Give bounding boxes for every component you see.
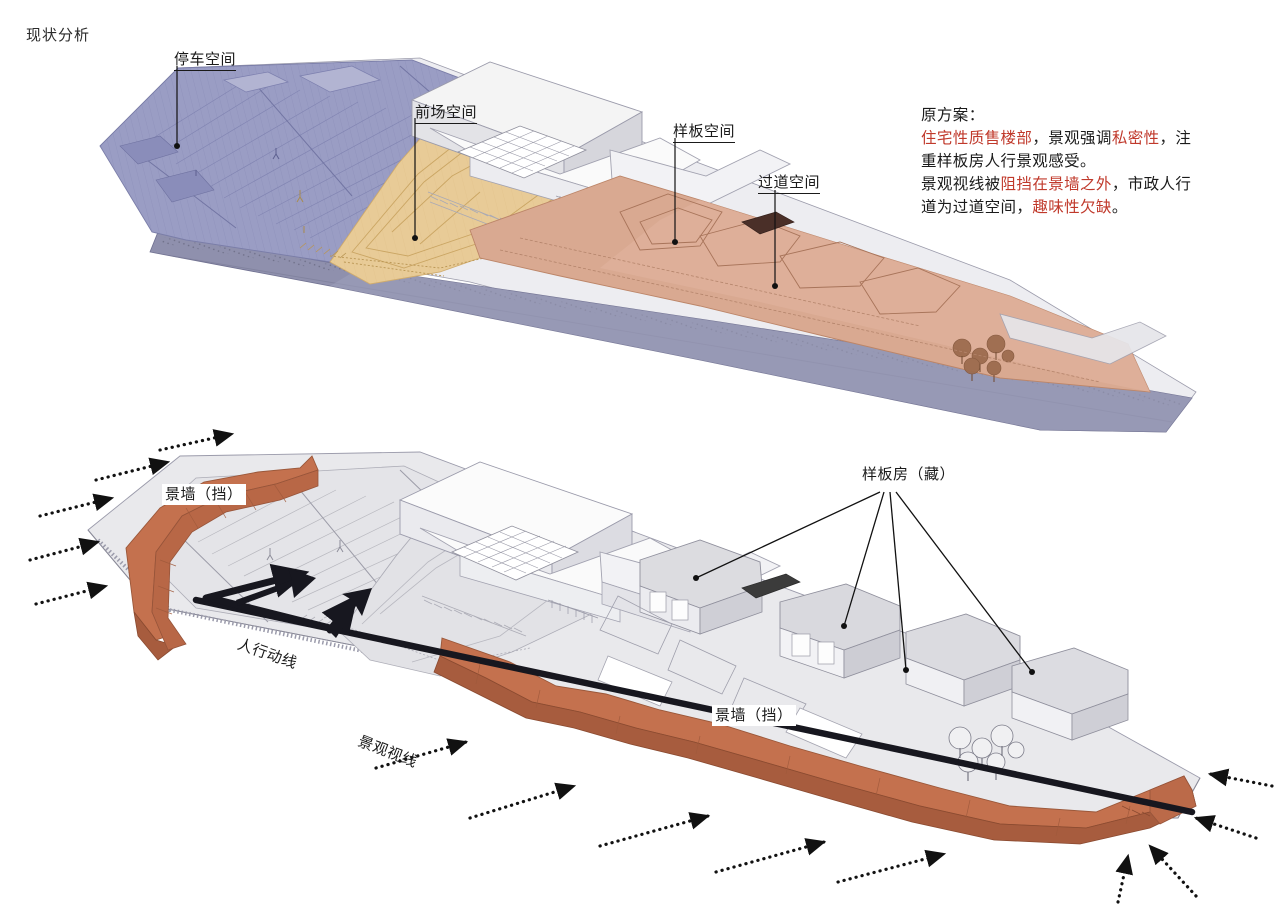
note-seg: 私密性: [1111, 128, 1160, 147]
original-scheme-note: 原方案： 住宅性质售楼部，景观强调私密性，注 重样板房人行景观感受。 景观视线被…: [921, 104, 1191, 219]
landscape-wall-right: [433, 637, 1197, 845]
note-seg: ，注: [1159, 128, 1192, 147]
note-heading: 原方案：: [921, 106, 985, 124]
note-seg: 阻挡在景墙之外: [1000, 174, 1112, 193]
top-leader-lines: [176, 66, 776, 286]
top-leader-dots: [174, 143, 778, 289]
note-seg: 住宅性质售楼部: [921, 128, 1033, 147]
sightline-arrows: [28, 429, 1274, 904]
note-seg: 景观视线被: [921, 174, 1001, 193]
label-landscape-wall-right: 景墙（挡）: [712, 705, 796, 726]
label-sample-space: 样板空间: [673, 122, 736, 143]
note-line-1: 住宅性质售楼部，景观强调私密性，注: [921, 127, 1191, 150]
note-line-4: 道为过道空间，趣味性欠缺。: [921, 196, 1191, 219]
note-line-2: 重样板房人行景观感受。: [921, 150, 1191, 173]
note-seg: 重样板房人行景观感受。: [921, 151, 1096, 170]
top-zone-sample: [469, 175, 1167, 393]
label-parking-space: 停车空间: [174, 50, 237, 71]
top-tree-cluster: [952, 334, 1015, 382]
bottom-tree-cluster: [948, 724, 1025, 781]
note-seg: ，市政人行: [1111, 174, 1192, 193]
bottom-sample-houses: [597, 539, 1129, 759]
note-seg: 道为过道空间，: [921, 197, 1033, 216]
page-title: 现状分析: [26, 26, 91, 44]
glass-roof-grid: [456, 125, 588, 179]
note-seg: ，景观强调: [1032, 128, 1112, 147]
sample-house-leader-lines: [695, 491, 1033, 673]
note-line-3: 景观视线被阻挡在景墙之外，市政人行: [921, 173, 1191, 196]
label-landscape-wall-left: 景墙（挡）: [162, 484, 246, 505]
bottom-glass-roof-grid: [450, 525, 580, 581]
label-sample-house: 样板房（藏）: [862, 465, 956, 483]
note-seg: 。: [1111, 197, 1128, 216]
sample-house-leader-dots: [693, 575, 1035, 675]
label-corridor-space: 过道空间: [758, 173, 821, 194]
label-front-plaza: 前场空间: [415, 103, 478, 124]
note-seg: 趣味性欠缺: [1032, 197, 1112, 216]
pedestrian-arrow-group: [236, 568, 372, 638]
